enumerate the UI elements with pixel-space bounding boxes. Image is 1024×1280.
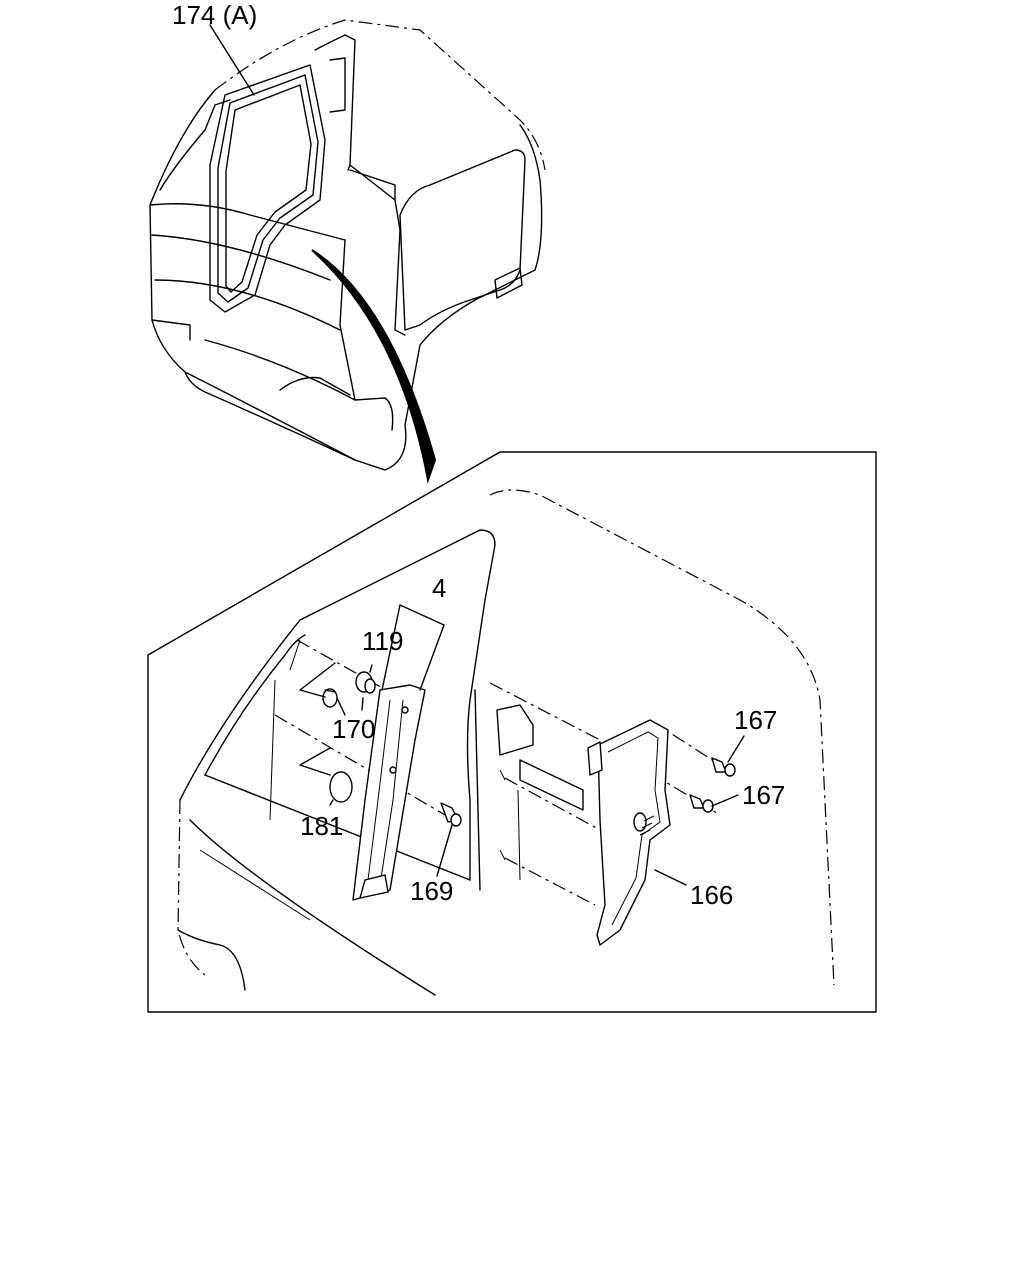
detail-view [177, 489, 835, 996]
detail-frame [147, 451, 877, 1013]
callout-170: 170 [332, 714, 375, 744]
clip-169-part [440, 802, 462, 827]
callout-167-lower: 167 [742, 780, 785, 810]
callout-174a: 174 (A) [172, 0, 257, 30]
callout-181: 181 [300, 811, 343, 841]
screw-167-lower-part [689, 794, 714, 813]
pillar-trim-part [352, 684, 426, 901]
plug-181-part [329, 771, 353, 803]
callout-167-upper: 167 [734, 705, 777, 735]
callout-4: 4 [432, 573, 446, 603]
screw-167-upper-part [711, 757, 736, 777]
zoom-arrow [311, 249, 437, 484]
clip-119-part [355, 671, 376, 694]
callout-166: 166 [690, 880, 733, 910]
rear-trim-part [587, 719, 671, 946]
callout-119: 119 [362, 626, 403, 656]
cab-overview [149, 19, 546, 471]
callout-169: 169 [410, 876, 453, 906]
plug-170-part [322, 688, 338, 708]
